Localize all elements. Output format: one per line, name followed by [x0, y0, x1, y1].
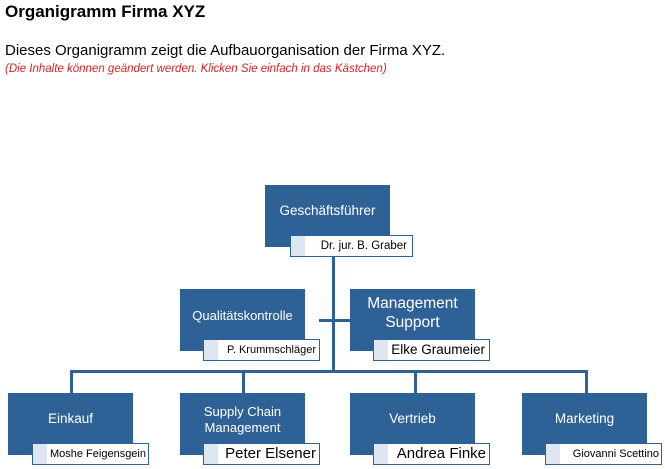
connector-staff-right — [333, 319, 350, 322]
role-geschaeftsfuehrer: Geschäftsführer — [279, 202, 376, 218]
name-field-qualitaetskontrolle[interactable]: P. Krummschläger — [203, 339, 320, 361]
page-description: Dieses Organigramm zeigt die Aufbauorgan… — [5, 42, 446, 59]
page-title: Organigramm Firma XYZ — [5, 2, 206, 21]
connector-drop-marketing — [585, 370, 588, 394]
name-field-supply-chain-management[interactable]: Peter Elsener — [203, 443, 320, 465]
role-supply-chain-management: Supply Chain Management — [203, 403, 282, 435]
role-qualitaetskontrolle: Qualitätskontrolle — [192, 307, 293, 323]
role-vertrieb: Vertrieb — [389, 410, 436, 426]
connector-staff-left — [319, 319, 333, 322]
role-management-support: Management Support — [367, 294, 458, 331]
connector-drop-vertrieb — [414, 370, 417, 394]
connector-ceo-vertical — [332, 247, 335, 372]
role-marketing: Marketing — [554, 410, 615, 426]
connector-drop-einkauf — [70, 370, 73, 394]
name-field-vertrieb[interactable]: Andrea Finke — [373, 443, 490, 465]
edit-hint: (Die Inhalte können geändert werden. Kli… — [5, 63, 387, 75]
role-einkauf: Einkauf — [47, 410, 94, 426]
name-field-geschaeftsfuehrer[interactable]: Dr. jur. B. Graber — [290, 235, 413, 257]
connector-drop-supply-chain — [242, 370, 245, 394]
name-field-einkauf[interactable]: Moshe Feigensgein — [32, 443, 149, 465]
name-field-management-support[interactable]: Elke Graumeier — [373, 339, 490, 361]
name-field-marketing[interactable]: Giovanni Scettino — [545, 443, 662, 465]
connector-horizontal-bus — [70, 370, 587, 373]
